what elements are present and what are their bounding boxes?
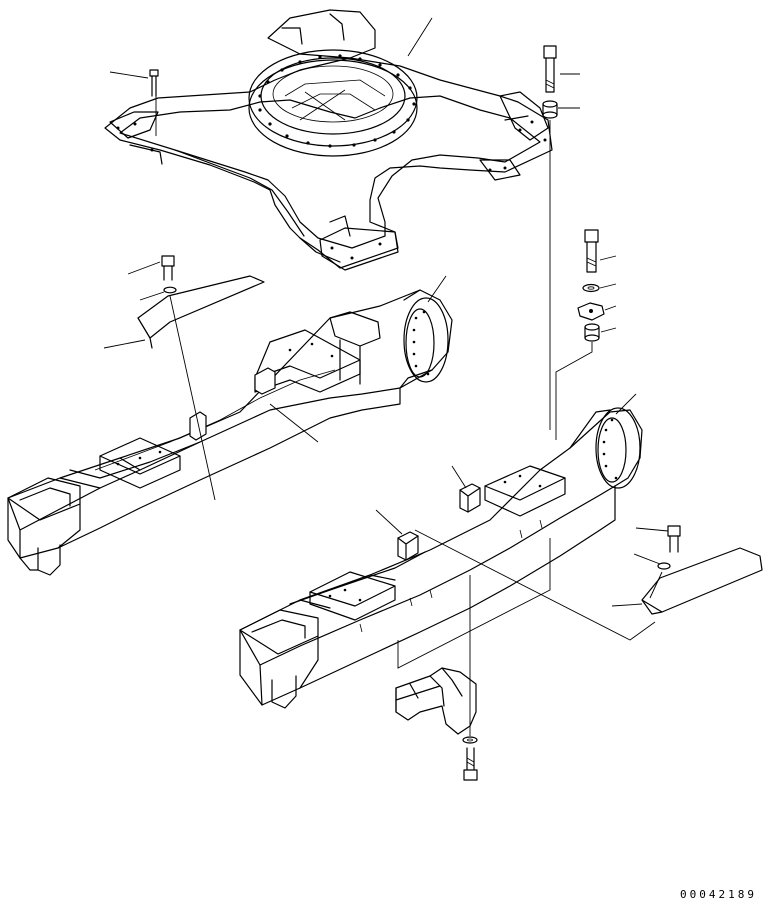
guide-block-right — [459, 483, 481, 513]
bolt-long — [543, 45, 557, 93]
collar-mid — [555, 323, 600, 440]
center-frame — [104, 9, 553, 271]
guide-block-left — [397, 531, 419, 561]
spacer-collar — [542, 100, 558, 430]
washer-mid — [582, 283, 600, 293]
cover-bolt-upper — [161, 255, 175, 281]
drawing-number: 00042189 — [680, 888, 757, 901]
washer-upper — [163, 286, 177, 294]
cover-lower — [641, 547, 763, 615]
plate-mid — [577, 302, 605, 321]
revolving-frame-bolt — [149, 69, 159, 136]
right-track-frame — [239, 407, 656, 709]
cover-upper — [137, 275, 265, 501]
left-track-frame — [7, 289, 453, 576]
guide-bolt — [463, 575, 478, 781]
leader-lines — [103, 17, 669, 607]
guide-washer — [462, 736, 478, 744]
track-guide — [395, 667, 477, 735]
frame-bolt-mid — [584, 229, 599, 273]
cover-bolt-lower — [667, 525, 681, 553]
washer-lower — [657, 562, 671, 570]
